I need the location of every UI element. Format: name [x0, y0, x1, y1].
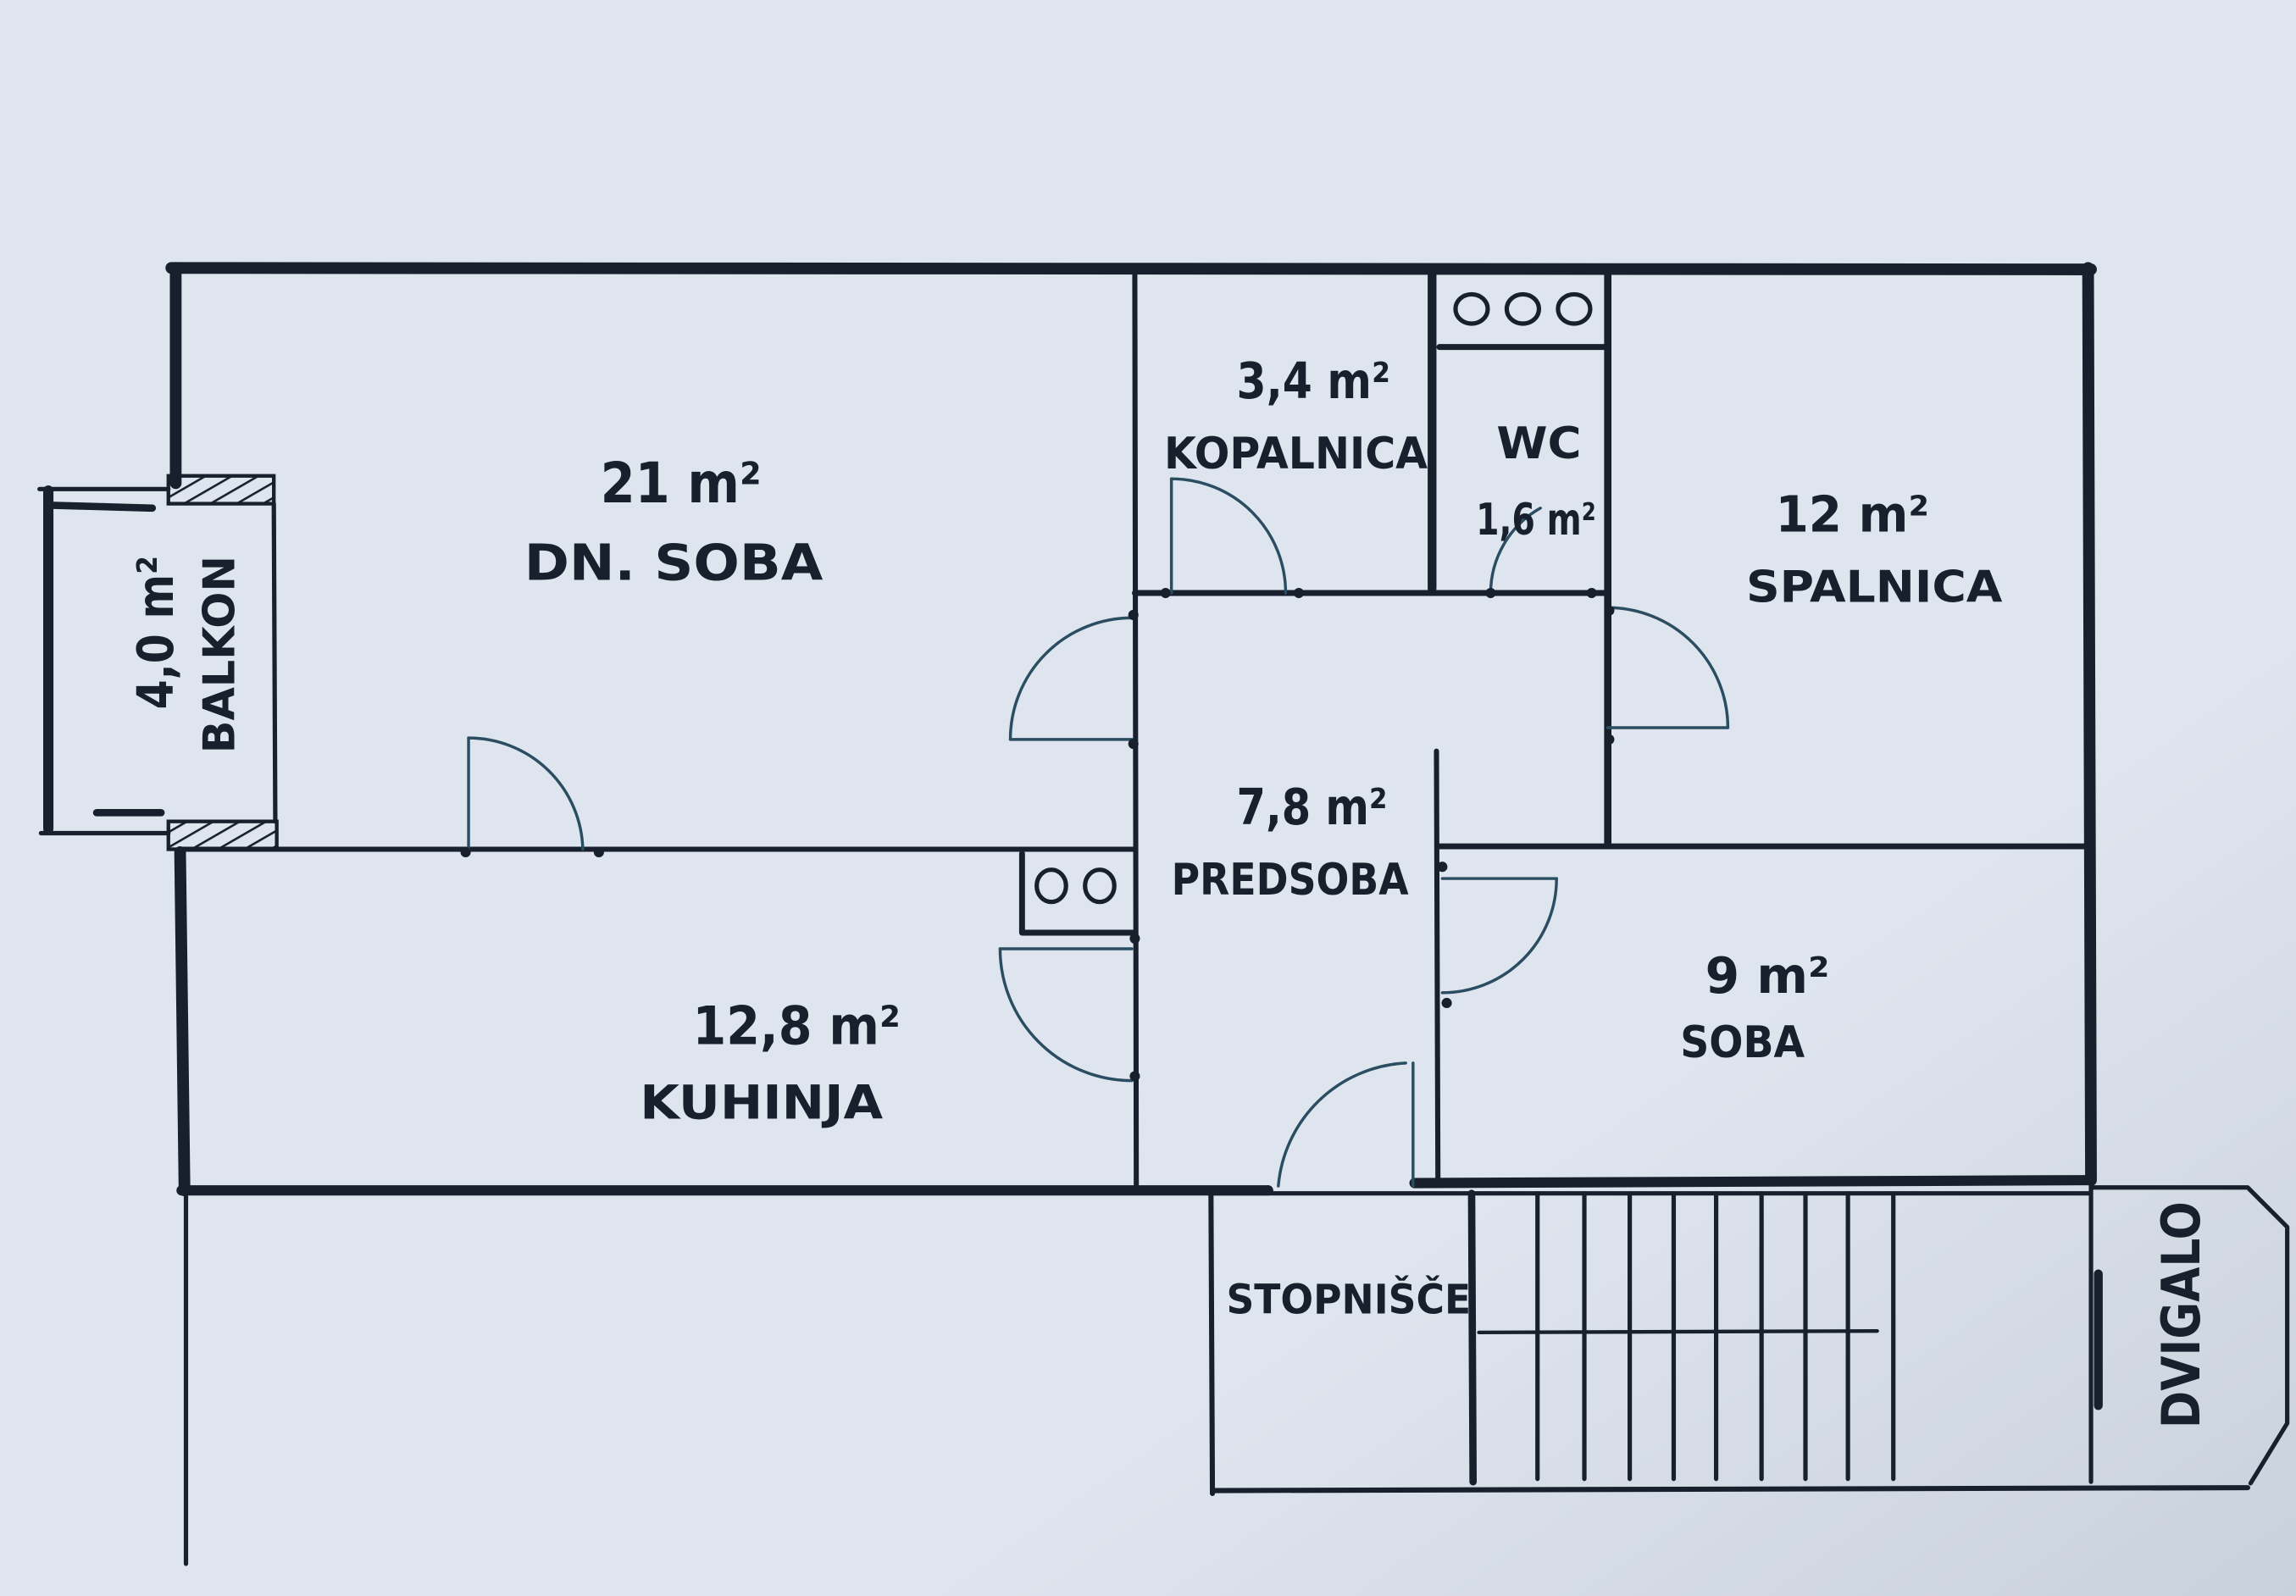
room-area: 9 m²: [1705, 946, 1830, 1005]
door-jamb-dot: [1128, 609, 1139, 620]
bedroom-area: 12 m²: [1776, 485, 1929, 543]
hallway-name: PREDSOBA: [1172, 855, 1409, 906]
door-jamb-dot: [1586, 587, 1597, 599]
door-entrance: [1262, 1061, 1426, 1196]
room-name: SOBA: [1680, 1017, 1805, 1068]
door-kitchen-hallway: [998, 933, 1140, 1083]
door-living-hallway: [1008, 609, 1139, 750]
door-jamb-dot: [1604, 605, 1615, 616]
door-swing-arc: [1489, 507, 1542, 595]
door-jamb-dot: [593, 846, 604, 858]
door-swing-arc: [467, 736, 585, 851]
wc-area: 1,6 m²: [1476, 495, 1596, 546]
balcony-area: 4,0 m²: [126, 556, 185, 709]
kitchen-stove: [1018, 851, 1138, 936]
door-swing-arc: [1440, 877, 1558, 995]
door-bedroom: [1604, 605, 1730, 745]
balcony-hatch-top: [166, 474, 276, 506]
door-bathroom: [1160, 477, 1305, 599]
door-jamb-dot: [460, 846, 471, 858]
balcony: [37, 474, 279, 851]
door-jamb-dot: [1129, 933, 1140, 944]
elevator-name: DVIGALO: [2150, 1201, 2212, 1428]
door-living-kitchen: [460, 736, 604, 858]
door-room: [1437, 862, 1558, 1009]
hallway-area: 7,8 m²: [1237, 778, 1388, 836]
door-wc: [1485, 507, 1597, 599]
door-swing-arc: [1277, 1061, 1407, 1188]
outer-wall-left-lower: [174, 846, 191, 1197]
staircase-name: STOPNIŠČE: [1226, 1275, 1471, 1323]
living-room-name: DN. SOBA: [524, 533, 824, 591]
wc-fixtures: [1453, 291, 1593, 326]
stair-handrail: [1477, 1328, 1879, 1335]
stair-edge: [1467, 1189, 1478, 1486]
outer-wall-bottom-room: [1409, 1175, 2097, 1189]
outer-walls: [165, 262, 2097, 1566]
kitchen-name: KUHINJA: [640, 1077, 883, 1131]
staircase: [1206, 1189, 2250, 1497]
door-jamb-dot: [1485, 587, 1496, 599]
door-jamb-dot: [1415, 1178, 1426, 1189]
door-swing-arc: [1169, 477, 1288, 595]
stair-wall-bottom: [1210, 1485, 2250, 1493]
wall-hallway-west: [1132, 272, 1140, 1192]
balcony-name: BALKON: [195, 556, 246, 753]
interior-walls: [175, 263, 2094, 1192]
doors: [460, 477, 1730, 1196]
stove-burner: [1034, 867, 1068, 905]
wc-name: WC: [1496, 418, 1581, 469]
balcony-inner-edge: [271, 501, 278, 824]
outer-wall-top: [165, 262, 2097, 275]
door-jamb-dot: [1129, 1071, 1140, 1082]
elevator: [2088, 1183, 2290, 1486]
room-labels: 21 m² DN. SOBA 3,4 m² KOPALNICA WC 1,6 m…: [126, 352, 2212, 1428]
door-jamb-dot: [1441, 997, 1452, 1009]
door-swing-arc: [1008, 616, 1134, 741]
wall-hallway-room: [1434, 748, 1441, 1183]
bathroom-area: 3,4 m²: [1237, 352, 1390, 410]
outer-wall-right: [2082, 262, 2097, 1187]
stair-wall-left: [1208, 1190, 1216, 1497]
fixture-circle: [1453, 291, 1490, 326]
door-jamb-dot: [1437, 862, 1448, 873]
bathroom-name: KOPALNICA: [1164, 429, 1428, 479]
elevator-outline: [2088, 1185, 2290, 1486]
door-jamb-dot: [1160, 587, 1171, 599]
kitchen-area: 12,8 m²: [692, 995, 900, 1056]
door-swing-arc: [998, 947, 1134, 1083]
fixture-circle: [1504, 291, 1542, 326]
door-jamb-dot: [1604, 734, 1615, 745]
door-jamb-dot: [1262, 1185, 1273, 1196]
door-swing-arc: [1606, 606, 1730, 729]
door-jamb-dot: [1128, 738, 1139, 750]
door-jamb-dot: [1293, 587, 1305, 599]
fixture-circle: [1556, 291, 1593, 326]
stove-burner: [1083, 867, 1117, 905]
balcony-hatch-bottom: [166, 819, 279, 851]
bedroom-name: SPALNICA: [1746, 562, 2002, 612]
balcony-rail-top: [42, 501, 157, 513]
stove-outline: [1018, 851, 1138, 936]
living-room-area: 21 m²: [601, 452, 762, 516]
